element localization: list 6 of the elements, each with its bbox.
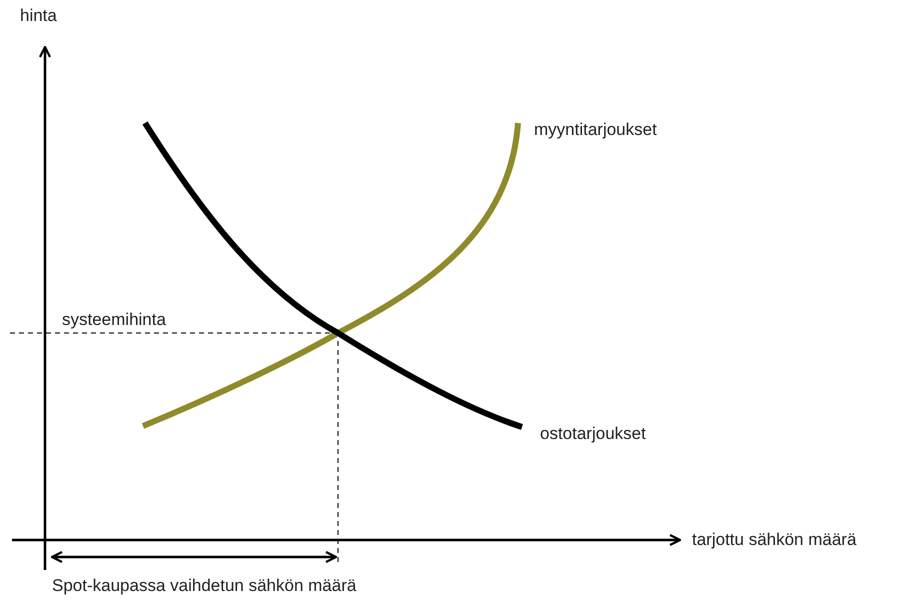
curve-label: ostotarjoukset bbox=[540, 424, 646, 444]
curve-label: myyntitarjoukset bbox=[534, 120, 657, 140]
axis-label: hinta bbox=[20, 6, 57, 26]
quantity-label: Spot-kaupassa vaihdetun sähkön määrä bbox=[52, 576, 356, 596]
price-label: systeemihinta bbox=[62, 310, 166, 330]
axis-label: tarjottu sähkön määrä bbox=[692, 530, 856, 550]
